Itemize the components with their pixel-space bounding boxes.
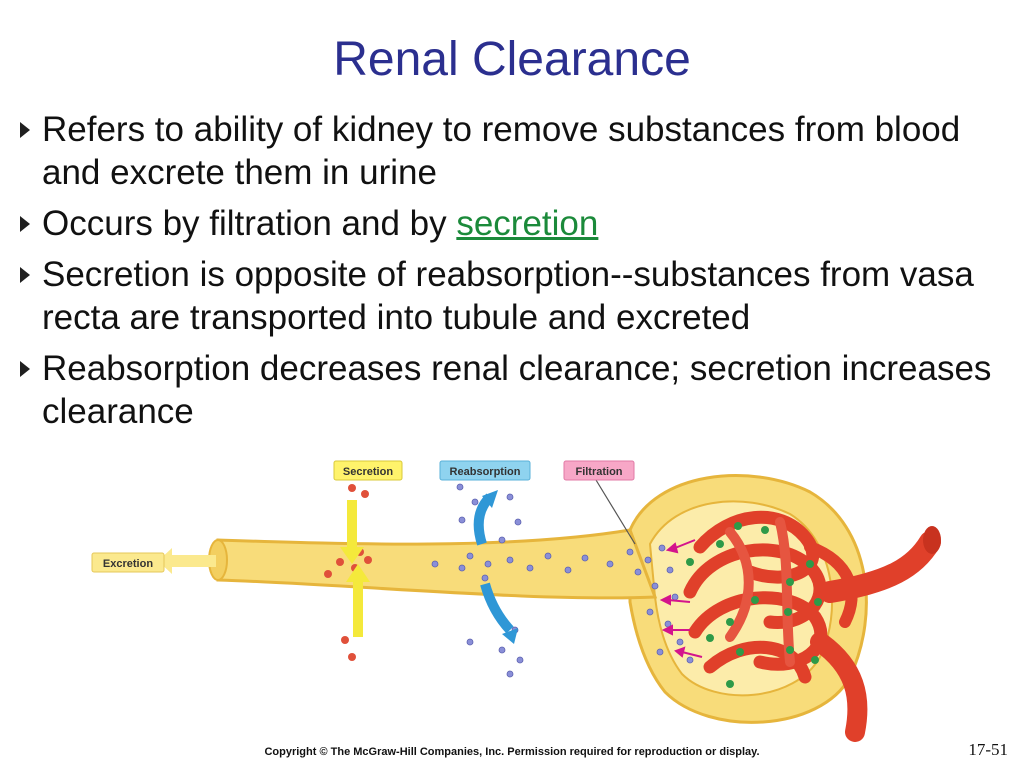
bullet-item: Occurs by filtration and by secretion	[20, 202, 1020, 245]
bullet-text: Secretion is opposite of reabsorption--s…	[42, 255, 974, 337]
svg-text:Excretion: Excretion	[103, 558, 153, 570]
bullet-arrow-icon	[20, 267, 30, 283]
label-filtration: Filtration	[563, 460, 635, 481]
secretion-arrows	[340, 500, 370, 637]
bullet-arrow-icon	[20, 122, 30, 138]
bullet-text: Occurs by filtration and by	[42, 204, 457, 243]
bullet-text: Refers to ability of kidney to remove su…	[42, 110, 961, 192]
bullet-item: Refers to ability of kidney to remove su…	[20, 108, 1020, 194]
svg-text:Filtration: Filtration	[575, 466, 622, 478]
bullet-text: Reabsorption decreases renal clearance; …	[42, 349, 992, 431]
copyright-notice: Copyright © The McGraw-Hill Companies, I…	[264, 746, 760, 758]
nephron-diagram: Secretion Reabsorption Filtration Excret…	[91, 460, 941, 742]
svg-text:Secretion: Secretion	[343, 466, 393, 478]
filtration-arrows	[659, 539, 703, 658]
bullet-item: Secretion is opposite of reabsorption--s…	[20, 253, 1020, 339]
label-reabsorption: Reabsorption	[439, 460, 531, 481]
afferent-arteriole-end	[923, 526, 941, 554]
bullet-arrow-icon	[20, 216, 30, 232]
reabsorption-arrows	[473, 490, 518, 644]
secretion-link[interactable]: secretion	[456, 204, 599, 243]
bullet-list: Refers to ability of kidney to remove su…	[20, 108, 1020, 441]
slide-number: 17-51	[968, 740, 1008, 759]
bullet-item: Reabsorption decreases renal clearance; …	[20, 347, 1020, 433]
label-excretion: Excretion	[91, 552, 165, 573]
excretion-arrow	[158, 548, 216, 574]
filtration-pointer	[595, 479, 636, 545]
green-solutes	[686, 522, 822, 688]
svg-text:Reabsorption: Reabsorption	[450, 466, 521, 478]
bullet-arrow-icon	[20, 361, 30, 377]
slide-title: Renal Clearance	[333, 33, 691, 86]
red-solutes	[324, 484, 372, 661]
label-secretion: Secretion	[333, 460, 403, 481]
